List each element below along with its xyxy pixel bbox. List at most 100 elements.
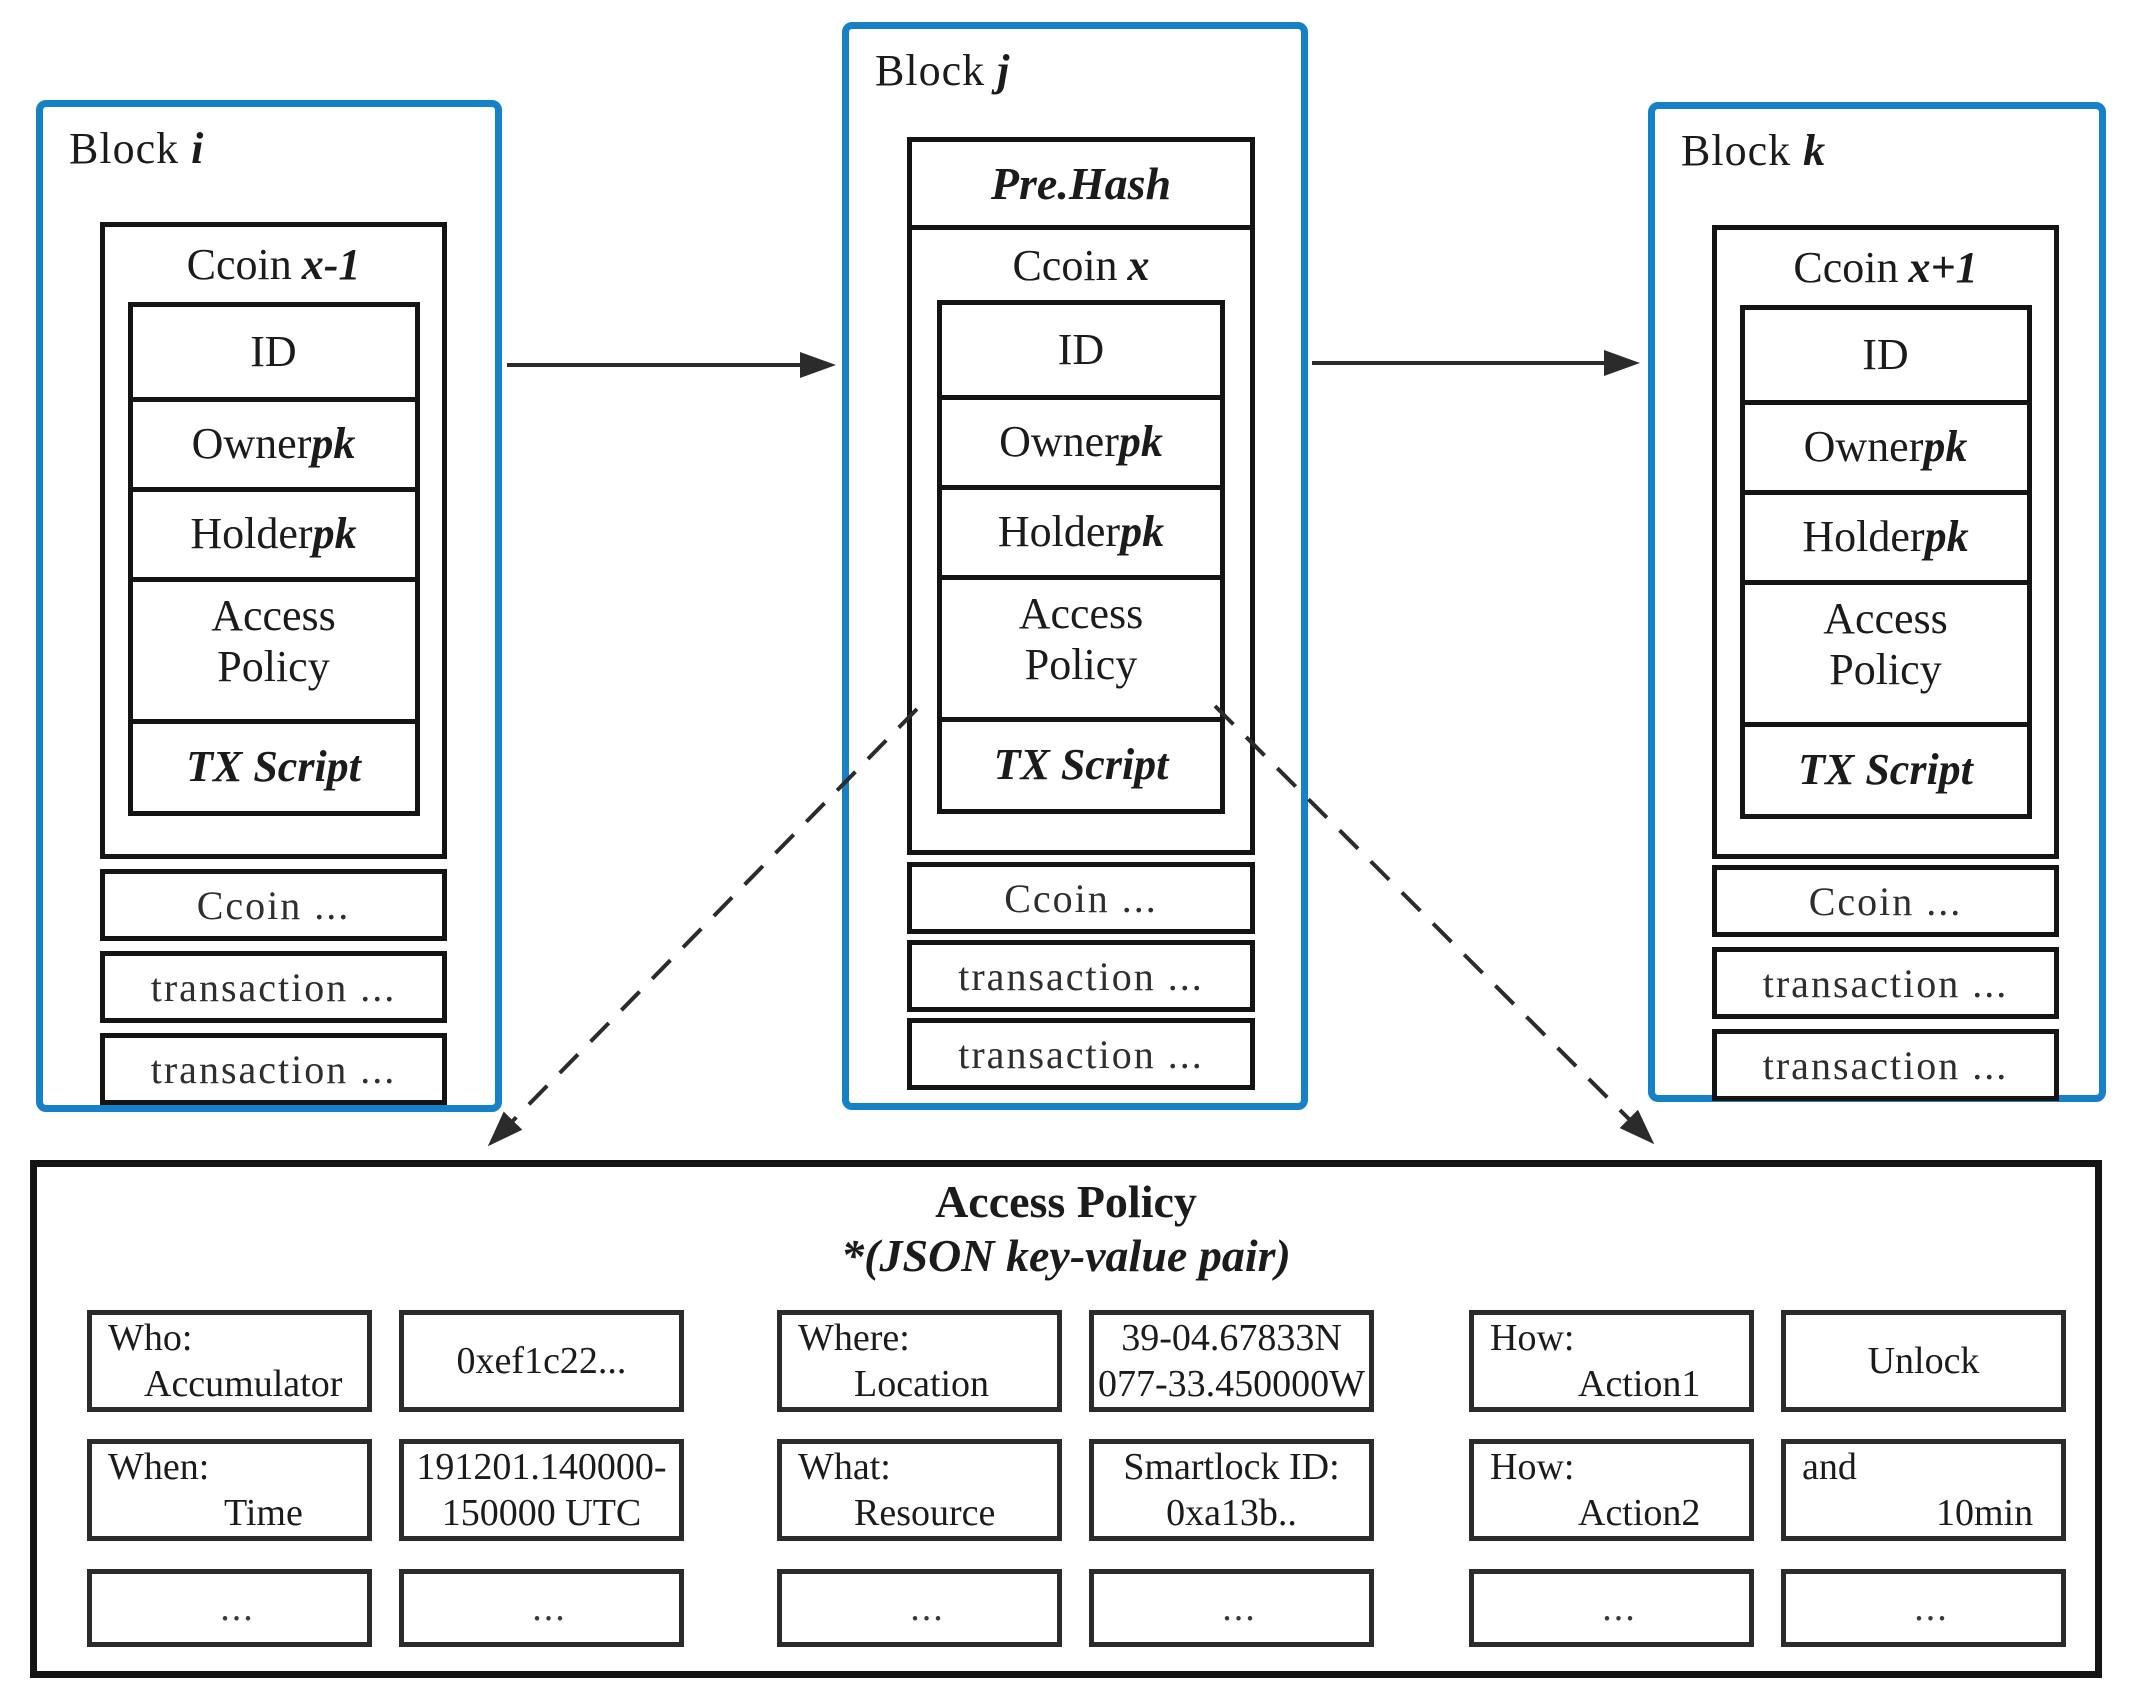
block-k-row-transaction-2: transaction ... — [1712, 1029, 2059, 1101]
field-text: Access Policy — [1018, 588, 1144, 689]
policy-key-what: What: Resource — [777, 1439, 1062, 1541]
key-line: When: — [108, 1445, 210, 1488]
field-em: TX Script — [186, 742, 361, 792]
block-label-text: Block — [1681, 126, 1804, 175]
field-owner-pk: Owner pk — [1744, 400, 2027, 490]
field-owner-pk: Owner pk — [942, 395, 1220, 485]
block-k-fields: ID Owner pk Holder pk Access Policy TX S… — [1739, 305, 2032, 819]
policy-key-how-action1: How: Action1 — [1469, 1310, 1754, 1412]
field-access-policy: Access Policy — [942, 575, 1220, 717]
field-text: Access Policy — [1823, 593, 1948, 694]
field-text: Owner — [1803, 422, 1924, 472]
block-label-var: i — [191, 124, 205, 173]
field-text: ID — [1057, 324, 1105, 374]
policy-key-where: Where: Location — [777, 1310, 1062, 1412]
field-id: ID — [1745, 310, 2027, 400]
value-line: 0xef1c22... — [456, 1339, 627, 1382]
block-k-ccoin-container: Ccoin x+1 ID Owner pk Holder pk Access P… — [1712, 225, 2059, 859]
field-em: pk — [311, 419, 356, 469]
field-em: pk — [312, 509, 357, 559]
field-text: ID — [250, 326, 297, 376]
field-em: TX Script — [1798, 745, 1973, 795]
policy-value-when: 191201.140000- 150000 UTC — [399, 1439, 684, 1541]
block-k-ccoin-title: Ccoin x+1 — [1793, 230, 1977, 305]
policy-value-ellipsis-2: ... — [1089, 1569, 1374, 1647]
policy-value-who: 0xef1c22... — [399, 1310, 684, 1412]
key-line: Who: — [108, 1316, 193, 1359]
block-k: Block k Ccoin x+1 ID Owner pk Holder pk … — [1648, 102, 2106, 1102]
field-text: Holder — [997, 507, 1121, 557]
block-i-ccoin-container: Ccoin x-1 ID Owner pk Holder pk Access P… — [100, 222, 447, 859]
policy-value-how-action1: Unlock — [1781, 1310, 2066, 1412]
field-access-policy: Access Policy — [132, 577, 415, 719]
key-line: Location — [854, 1363, 990, 1405]
policy-key-ellipsis-1: ... — [87, 1569, 372, 1647]
field-holder-pk: Holder pk — [942, 485, 1220, 575]
value-line: ... — [1914, 1586, 1949, 1629]
block-label-var: j — [997, 46, 1011, 95]
field-holder-pk: Holder pk — [132, 487, 415, 577]
policy-key-who: Who: Accumulator — [87, 1310, 372, 1412]
value-line: 0xa13b.. — [1166, 1492, 1297, 1534]
field-em: pk — [1120, 507, 1165, 557]
field-id: ID — [942, 305, 1220, 395]
block-j-prehash: Pre.Hash — [912, 142, 1250, 230]
ccoin-title-var: x+1 — [1908, 243, 1978, 292]
block-j-ccoin-container: Pre.Hash Ccoin x ID Owner pk Holder pk A… — [907, 137, 1255, 855]
value-line: ... — [1222, 1586, 1257, 1629]
key-line: ... — [1602, 1586, 1637, 1629]
prehash-text: Pre.Hash — [990, 158, 1172, 209]
field-text: Owner — [191, 419, 312, 469]
field-em: pk — [1923, 422, 1968, 472]
field-holder-pk: Holder pk — [1744, 490, 2027, 580]
block-i-row-transaction-2: transaction ... — [100, 1033, 447, 1105]
value-line: 150000 UTC — [441, 1492, 642, 1534]
block-i-row-transaction-1: transaction ... — [100, 951, 447, 1023]
key-line: Action1 — [1578, 1363, 1701, 1405]
block-j-row-ccoin: Ccoin ... — [907, 862, 1255, 934]
block-k-label: Block k — [1681, 125, 1826, 176]
block-label-text: Block — [69, 124, 192, 173]
key-line: How: — [1490, 1445, 1575, 1488]
field-tx-script: TX Script — [1744, 722, 2027, 814]
ccoin-title-text: Ccoin — [1012, 240, 1118, 290]
block-i-fields: ID Owner pk Holder pk Access Policy TX S… — [127, 302, 420, 816]
policy-key-how-action2: How: Action2 — [1469, 1439, 1754, 1541]
block-k-row-ccoin: Ccoin ... — [1712, 865, 2059, 937]
value-line: Smartlock ID: — [1123, 1445, 1340, 1488]
block-label-text: Block — [875, 46, 998, 95]
value-line: 191201.140000- — [416, 1445, 667, 1488]
block-i-ccoin-title: Ccoin x-1 — [187, 227, 361, 302]
block-j-label: Block j — [875, 45, 1010, 96]
value-line: ... — [532, 1586, 567, 1629]
block-j-ccoin-title: Ccoin x — [1012, 230, 1149, 300]
key-line: Resource — [854, 1492, 996, 1534]
field-em: pk — [1924, 512, 1969, 562]
access-policy-subtitle: *(JSON key-value pair) — [841, 1230, 1291, 1281]
ccoin-title-var: x — [1127, 240, 1150, 290]
policy-value-where: 39-04.67833N 077-33.450000W — [1089, 1310, 1374, 1412]
block-j-row-transaction-1: transaction ... — [907, 940, 1255, 1012]
key-line: ... — [220, 1586, 255, 1629]
field-text: Owner — [999, 417, 1119, 467]
block-j-fields: ID Owner pk Holder pk Access Policy TX S… — [937, 300, 1225, 814]
policy-key-ellipsis-3: ... — [1469, 1569, 1754, 1647]
ccoin-title-var: x-1 — [301, 240, 361, 289]
policy-value-ellipsis-3: ... — [1781, 1569, 2066, 1647]
key-line: ... — [910, 1586, 945, 1629]
field-text: Holder — [190, 509, 313, 559]
policy-key-when: When: Time — [87, 1439, 372, 1541]
ccoin-title-text: Ccoin — [1793, 243, 1899, 292]
field-access-policy: Access Policy — [1744, 580, 2027, 722]
field-tx-script: TX Script — [942, 717, 1220, 809]
policy-key-ellipsis-2: ... — [777, 1569, 1062, 1647]
key-line: What: — [798, 1445, 891, 1488]
field-tx-script: TX Script — [132, 719, 415, 811]
field-em: pk — [1118, 417, 1163, 467]
field-em: TX Script — [993, 740, 1169, 790]
key-line: Time — [224, 1492, 303, 1534]
key-line: How: — [1490, 1316, 1575, 1359]
value-line: Unlock — [1867, 1339, 1980, 1382]
field-text: Access Policy — [211, 590, 336, 691]
